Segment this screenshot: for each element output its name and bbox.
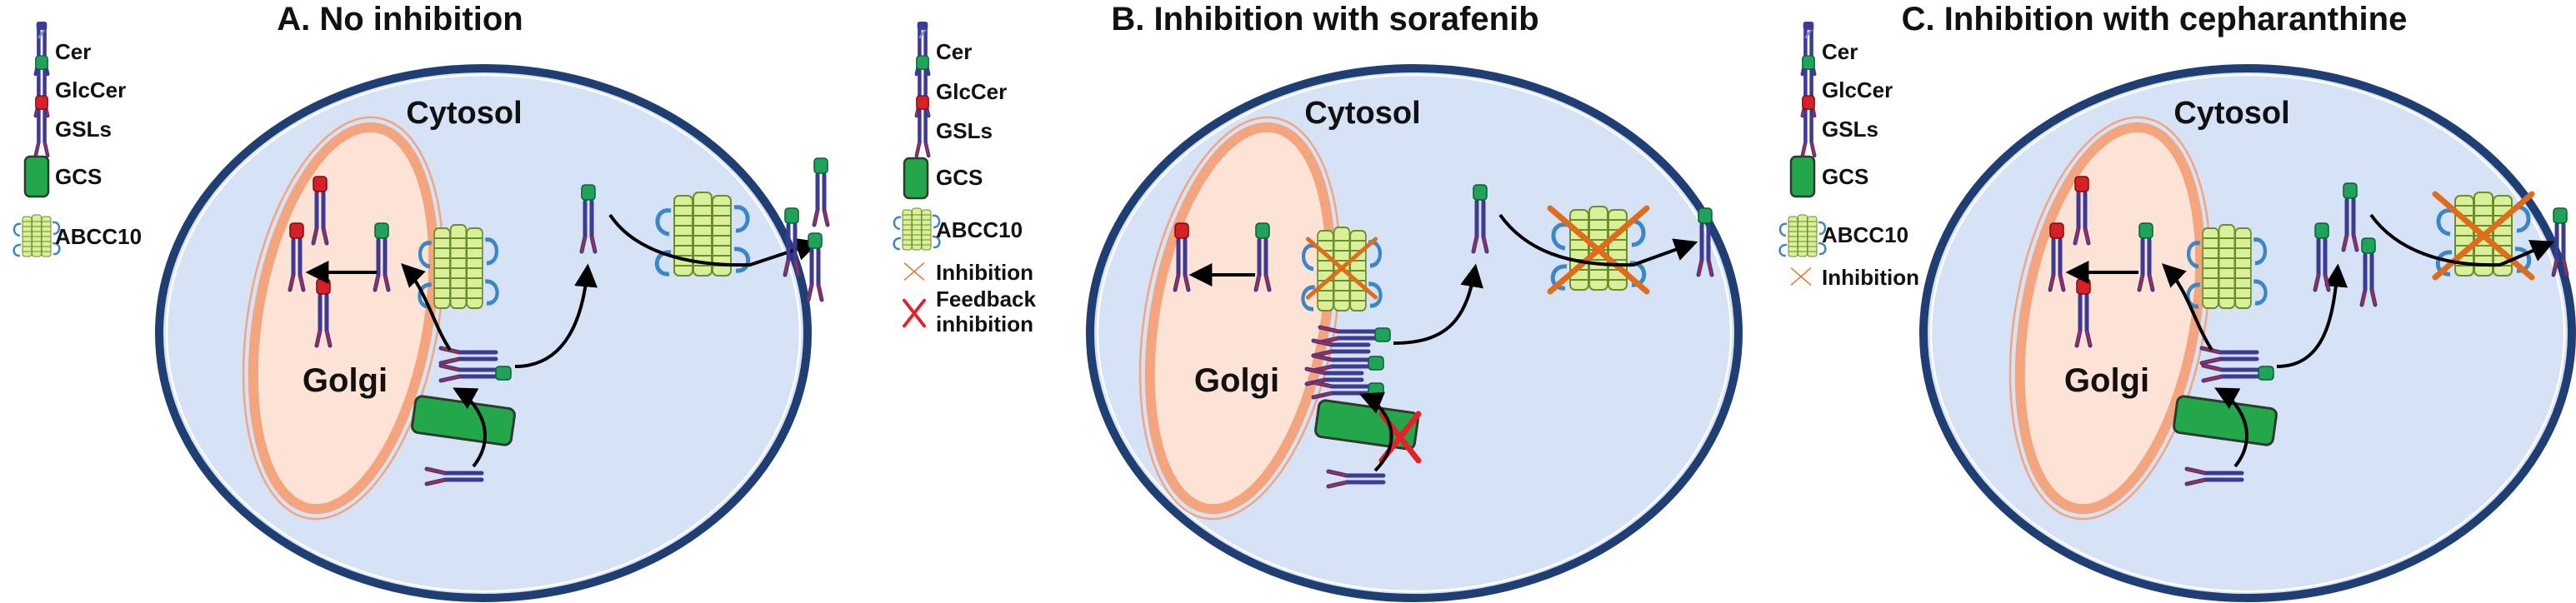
legend-feedback-label-2: inhibition: [936, 311, 1033, 336]
legend-feedback-x-icon: [902, 298, 927, 328]
legend-gsls-label: GSLs: [936, 118, 993, 143]
legend-abcc10-icon: [13, 213, 61, 258]
panel-a-title: A. No inhibition: [277, 1, 523, 37]
legend-feedback-label-1: Feedback: [936, 287, 1036, 311]
legend-gcs-icon: [1789, 155, 1816, 198]
cytosol-label-b: Cytosol: [1304, 96, 1420, 131]
arrow-b-efflux: [1498, 213, 1698, 267]
panel-c-title: C. Inhibition with cepharanthine: [1902, 1, 2408, 37]
legend-gsls-icon: [1803, 96, 1814, 156]
legend-cer-label: Cer: [55, 39, 91, 64]
panel-b-title: B. Inhibition with sorafenib: [1111, 1, 1538, 37]
arrow-a-efflux: [608, 213, 820, 267]
panel-b: B. Inhibition with sorafenib Cer GlcCer …: [893, 1, 1743, 602]
cell-a-inner-line: [165, 73, 802, 593]
golgi-b: [1144, 122, 1336, 515]
legend-inhibition-label: Inhibition: [936, 260, 1033, 285]
golgi-label-a: Golgi: [303, 362, 388, 399]
legend-glccer-label: GlcCer: [55, 77, 126, 102]
legend-gcs-icon: [23, 155, 50, 198]
golgi-label-b: Golgi: [1194, 362, 1279, 399]
golgi-c: [2014, 122, 2206, 515]
cell-b-inner-line: [1096, 73, 1733, 593]
panel-a: A. No inhibition Cer GlcCer GSLs GCS ABC…: [13, 1, 828, 602]
legend-gcs-icon: [903, 157, 929, 200]
arrow-a-to-cytosol: [514, 263, 598, 368]
golgi-a-outer-line: [242, 116, 445, 521]
legend-gsls-icon: [36, 96, 48, 156]
legend-c: Cer GlcCer GSLs GCS ABCC10 Inhibition: [1778, 22, 1919, 290]
arrow-c-into-golgi: [2161, 263, 2213, 351]
arrow-c-efflux: [2369, 213, 2555, 267]
legend-abcc10-icon: [893, 207, 941, 252]
legend-b: Cer GlcCer GSLs GCS ABCC10 Inhibition Fe…: [893, 22, 1036, 336]
legend-abcc10-label: ABCC10: [936, 217, 1023, 242]
legend-gsls-label: GSLs: [55, 117, 112, 142]
legend-a: Cer GlcCer GSLs GCS ABCC10: [13, 22, 142, 258]
cytosol-label-a: Cytosol: [406, 96, 522, 131]
legend-glccer-label: GlcCer: [936, 79, 1007, 104]
legend-cer-label: Cer: [1822, 39, 1858, 64]
golgi-label-c: Golgi: [2064, 362, 2149, 399]
legend-abcc10-label: ABCC10: [55, 224, 142, 249]
arrow-a-into-golgi: [401, 263, 452, 351]
legend-inhibition-x-icon: [903, 262, 925, 281]
legend-glccer-label: GlcCer: [1822, 77, 1893, 102]
legend-gsls-icon: [917, 96, 928, 156]
legend-abcc10-label: ABCC10: [1822, 222, 1908, 247]
legend-abcc10-icon: [1778, 213, 1827, 258]
golgi-b-outer-line: [1138, 116, 1342, 521]
panel-c: C. Inhibition with cepharanthine Cer Glc…: [1778, 1, 2576, 602]
legend-gcs-label: GCS: [55, 164, 102, 189]
cell-c-inner-line: [1929, 73, 2566, 593]
arrow-c-gcs: [2214, 387, 2248, 468]
cytosol-label-c: Cytosol: [2173, 96, 2289, 131]
arrow-a-gcs: [453, 387, 487, 468]
legend-gcs-label: GCS: [936, 165, 983, 190]
legend-inhibition-x-icon: [1790, 267, 1812, 286]
legend-gcs-label: GCS: [1822, 164, 1868, 189]
arrow-b-gcs: [1358, 391, 1393, 472]
legend-gsls-label: GSLs: [1822, 117, 1878, 142]
arrow-b-to-cytosol: [1393, 263, 1483, 345]
legend-cer-label: Cer: [936, 39, 972, 64]
arrow-c-to-cytosol: [2276, 263, 2348, 368]
legend-inhibition-label: Inhibition: [1822, 265, 1919, 290]
